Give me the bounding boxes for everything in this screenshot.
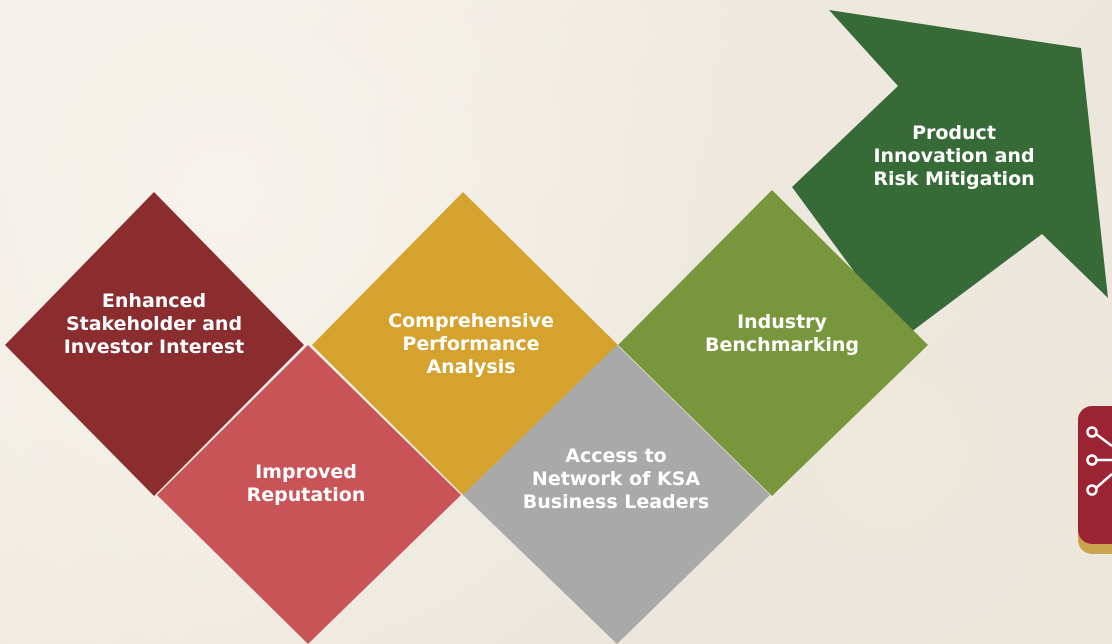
diamond-comprehensive-performance bbox=[312, 192, 618, 495]
diamond-improved-reputation bbox=[157, 345, 461, 644]
logo-badge bbox=[1078, 406, 1112, 554]
access-network-label: Access to Network of KSA Business Leader… bbox=[522, 445, 710, 513]
industry-benchmarking-label: Industry Benchmarking bbox=[705, 311, 859, 356]
diamond-access-network bbox=[463, 345, 770, 644]
diamond-industry-benchmarking bbox=[618, 190, 928, 496]
comprehensive-performance-label: Comprehensive Performance Analysis bbox=[388, 310, 554, 378]
network-icon bbox=[1086, 426, 1112, 496]
product-innovation-label: Product Innovation and Risk Mitigation bbox=[873, 122, 1035, 190]
arrow-head-shape bbox=[792, 10, 1108, 338]
enhanced-stakeholder-label: Enhanced Stakeholder and Investor Intere… bbox=[63, 290, 245, 358]
diamond-enhanced-stakeholder bbox=[5, 192, 304, 496]
improved-reputation-label: Improved Reputation bbox=[246, 461, 366, 506]
